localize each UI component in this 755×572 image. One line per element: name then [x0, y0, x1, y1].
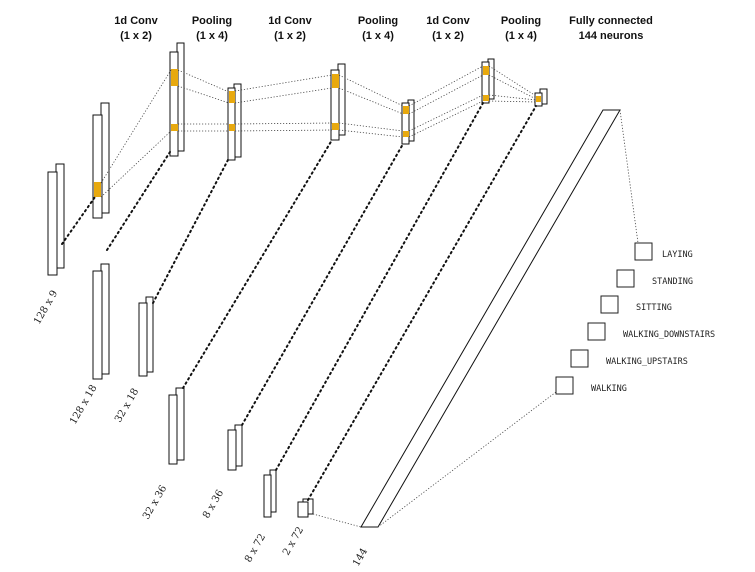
class-label-walking-downstairs: WALKING_DOWNSTAIRS: [623, 330, 715, 340]
class-label-walking: WALKING: [591, 384, 627, 394]
kernel-highlight: [483, 66, 489, 75]
dim-label-pool-2: 8 x 36: [201, 488, 226, 520]
top-map-flatten: [534, 88, 548, 107]
class-standing: STANDING: [616, 269, 693, 288]
bottom-map-conv-1: [92, 263, 110, 380]
kernel-highlight: [171, 124, 178, 131]
fully-connected-layer: [312, 109, 621, 528]
dim-label-conv-1: 128 x 18: [68, 383, 99, 426]
header-pool-1-title: Pooling: [192, 15, 232, 27]
class-walking-downstairs: WALKING_DOWNSTAIRS: [587, 322, 715, 341]
header-pool-2-kernel: (1 x 4): [362, 30, 394, 42]
output-connectors: [377, 109, 639, 528]
bottom-map-conv-2: [168, 387, 185, 465]
bottom-feature-maps: [47, 163, 314, 518]
dim-label-conv-2: 32 x 36: [141, 484, 169, 522]
dim-label-pool-1: 32 x 18: [113, 387, 141, 425]
top-map-conv-1: [92, 102, 110, 219]
output-classes: LAYING STANDING SITTING WALKING_DOWNSTAI…: [555, 242, 715, 395]
layer-headers: 1d Conv (1 x 2) Pooling (1 x 4) 1d Conv …: [114, 15, 653, 42]
class-label-standing: STANDING: [652, 277, 693, 287]
header-pool-1-kernel: (1 x 4): [196, 30, 228, 42]
bottom-map-input: [47, 163, 65, 276]
header-conv-3-title: 1d Conv: [426, 15, 470, 27]
header-pool-3-kernel: (1 x 4): [505, 30, 537, 42]
kernel-connectors: [100, 65, 537, 198]
kernel-highlight: [94, 182, 101, 197]
top-map-pool-1: [169, 42, 185, 157]
class-label-walking-upstairs: WALKING_UPSTAIRS: [606, 357, 688, 367]
top-feature-maps: [92, 42, 548, 219]
dim-label-conv-3: 8 x 72: [243, 532, 268, 564]
header-conv-1-kernel: (1 x 2): [120, 30, 152, 42]
kernel-highlight: [483, 95, 489, 101]
top-map-pool-3: [481, 58, 495, 104]
top-map-conv-2: [227, 83, 242, 161]
class-walking-upstairs: WALKING_UPSTAIRS: [570, 349, 688, 368]
kernel-highlight: [229, 91, 235, 103]
class-laying: LAYING: [634, 242, 693, 261]
kernel-highlight: [403, 131, 409, 137]
header-conv-2-kernel: (1 x 2): [274, 30, 306, 42]
dimension-labels: 128 x 9 128 x 18 32 x 18 32 x 36 8 x 36 …: [32, 289, 370, 569]
layer-connectors: [61, 102, 537, 501]
kernel-highlight: [403, 106, 409, 114]
dim-label-pool-3: 2 x 72: [281, 525, 306, 557]
class-label-sitting: SITTING: [636, 303, 672, 313]
class-walking: WALKING: [555, 376, 627, 395]
header-fully-connected-neurons: 144 neurons: [579, 30, 644, 42]
fully-connected-bar: [360, 109, 621, 528]
bottom-map-pool-1: [138, 296, 154, 377]
header-conv-3-kernel: (1 x 2): [432, 30, 464, 42]
dim-label-input: 128 x 9: [32, 289, 60, 327]
kernel-highlight: [171, 69, 178, 86]
bottom-map-pool-3: [297, 498, 314, 518]
kernel-highlight: [229, 124, 235, 131]
top-map-pool-2: [330, 63, 346, 141]
header-conv-1-title: 1d Conv: [114, 15, 158, 27]
header-conv-2-title: 1d Conv: [268, 15, 312, 27]
kernel-highlight: [536, 96, 541, 102]
top-map-conv-3: [401, 99, 415, 145]
header-pool-2-title: Pooling: [358, 15, 398, 27]
header-fully-connected-title: Fully connected: [569, 15, 653, 27]
header-pool-3-title: Pooling: [501, 15, 541, 27]
bottom-map-conv-3: [263, 469, 277, 518]
class-label-laying: LAYING: [662, 250, 693, 260]
class-sitting: SITTING: [600, 295, 672, 314]
kernel-highlight: [332, 74, 339, 88]
dim-label-fully-connected: 144: [351, 546, 370, 568]
kernel-highlight: [332, 123, 339, 130]
bottom-map-pool-2: [227, 424, 243, 471]
